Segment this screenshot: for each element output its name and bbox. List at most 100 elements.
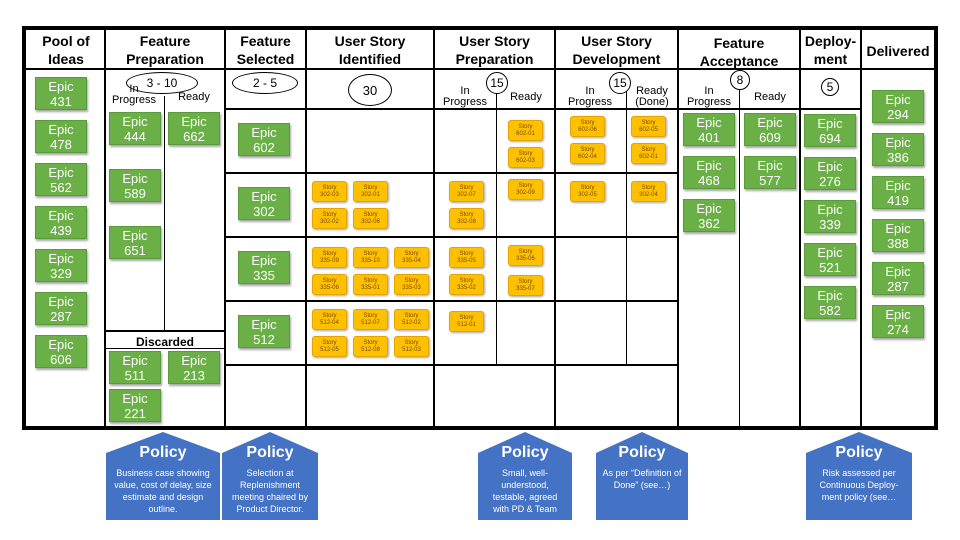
- epic-card[interactable]: Epic 609: [744, 113, 796, 146]
- epic-card[interactable]: Epic 589: [109, 169, 161, 202]
- epic-card[interactable]: Epic 651: [109, 226, 161, 259]
- epic-card[interactable]: Epic 329: [35, 249, 87, 282]
- epic-card[interactable]: Epic 339: [804, 200, 856, 233]
- epic-card[interactable]: Epic 302: [238, 187, 290, 220]
- story-card[interactable]: Story 512-05: [312, 336, 347, 357]
- discarded-divider: [104, 348, 225, 349]
- epic-card[interactable]: Epic 362: [683, 199, 735, 232]
- epic-card[interactable]: Epic 444: [109, 112, 161, 145]
- column-divider: [554, 30, 556, 426]
- policy-callout-feature-selected: Policy Selection at Replenishment meetin…: [222, 432, 318, 520]
- subcol-label-ready: Ready: [178, 91, 210, 103]
- story-card[interactable]: Story 335-05: [449, 247, 484, 268]
- epic-card[interactable]: Epic 577: [744, 156, 796, 189]
- wip-limit-user-story-identified: 30: [348, 74, 392, 106]
- column-divider: [860, 30, 862, 426]
- policy-callout-deployment: Policy Risk assessed per Continuous Depl…: [806, 432, 912, 520]
- subcol-label-in-progress: In Progress: [567, 85, 613, 108]
- story-card[interactable]: Story 335-02: [449, 274, 484, 295]
- swimlane-divider: [224, 236, 677, 238]
- story-card[interactable]: Story 512-08: [353, 336, 388, 357]
- epic-card[interactable]: Epic 521: [804, 243, 856, 276]
- subcol-label-in-progress: In Progress: [111, 83, 157, 106]
- wip-limit-deployment: 5: [821, 78, 839, 96]
- story-card[interactable]: Story 302-05: [570, 181, 605, 202]
- story-card[interactable]: Story 512-04: [312, 309, 347, 330]
- header-feature-selected: Feature Selected: [236, 33, 295, 67]
- subcolumn-divider: [739, 86, 740, 426]
- story-card[interactable]: Story 602-06: [570, 116, 605, 137]
- story-card[interactable]: Story 335-07: [508, 275, 543, 296]
- epic-card[interactable]: Epic 512: [238, 315, 290, 348]
- swimlane-divider: [224, 172, 677, 174]
- column-divider: [224, 30, 226, 426]
- story-card[interactable]: Story 335-04: [394, 247, 429, 268]
- story-card[interactable]: Story 512-01: [449, 311, 484, 332]
- discarded-epic-card[interactable]: Epic 221: [109, 389, 161, 422]
- wip-row-divider: [800, 108, 860, 110]
- discarded-epic-card[interactable]: Epic 511: [109, 351, 161, 384]
- story-card[interactable]: Story 302-04: [631, 181, 666, 202]
- wip-limit-feature-preparation: 3 - 10: [126, 72, 198, 94]
- story-card[interactable]: Story 602-03: [508, 147, 543, 168]
- epic-card[interactable]: Epic 287: [872, 262, 924, 295]
- epic-card[interactable]: Epic 602: [238, 123, 290, 156]
- epic-card[interactable]: Epic 287: [35, 292, 87, 325]
- story-card[interactable]: Story 302-06: [353, 208, 388, 229]
- story-card[interactable]: Story 335-01: [353, 274, 388, 295]
- header-user-story-preparation: User Story Preparation: [455, 33, 534, 67]
- epic-card[interactable]: Epic 562: [35, 163, 87, 196]
- epic-card[interactable]: Epic 335: [238, 251, 290, 284]
- story-card[interactable]: Story 302-02: [312, 208, 347, 229]
- story-card[interactable]: Story 602-01: [508, 120, 543, 141]
- header-deployment: Deploy- ment: [804, 33, 857, 67]
- epic-card[interactable]: Epic 401: [683, 113, 735, 146]
- column-divider: [305, 30, 307, 426]
- policy-title: Policy: [139, 444, 187, 461]
- story-card[interactable]: Story 602-01: [631, 143, 666, 164]
- story-card[interactable]: Story 302-09: [508, 179, 543, 200]
- story-card[interactable]: Story 512-03: [394, 336, 429, 357]
- epic-card[interactable]: Epic 606: [35, 335, 87, 368]
- story-card[interactable]: Story 512-02: [394, 309, 429, 330]
- epic-card[interactable]: Epic 274: [872, 305, 924, 338]
- story-card[interactable]: Story 335-10: [353, 247, 388, 268]
- epic-card[interactable]: Epic 478: [35, 120, 87, 153]
- story-card[interactable]: Story 335-08: [312, 274, 347, 295]
- epic-card[interactable]: Epic 419: [872, 176, 924, 209]
- epic-card[interactable]: Epic 439: [35, 206, 87, 239]
- story-card[interactable]: Story 512-07: [353, 309, 388, 330]
- epic-card[interactable]: Epic 662: [168, 112, 220, 145]
- story-card[interactable]: Story 335-03: [394, 274, 429, 295]
- epic-card[interactable]: Epic 386: [872, 133, 924, 166]
- epic-card[interactable]: Epic 582: [804, 286, 856, 319]
- subcol-label-ready: Ready: [754, 91, 786, 103]
- story-card[interactable]: Story 302-01: [353, 181, 388, 202]
- story-card[interactable]: Story 602-04: [570, 143, 605, 164]
- policy-text: Risk assessed per Continuous Deploy-ment…: [819, 468, 899, 502]
- story-card[interactable]: Story 302-03: [312, 181, 347, 202]
- epic-card[interactable]: Epic 431: [35, 77, 87, 110]
- subcol-label-ready: Ready: [510, 91, 542, 103]
- wip-limit-user-story-development: 15: [609, 72, 631, 94]
- wip-limit-user-story-preparation: 15: [486, 72, 508, 94]
- epic-card[interactable]: Epic 276: [804, 157, 856, 190]
- story-card[interactable]: Story 302-08: [449, 208, 484, 229]
- policy-text: Small, well-understood, testable, agreed…: [492, 468, 558, 514]
- column-divider: [433, 30, 435, 426]
- subcolumn-divider: [626, 86, 627, 366]
- epic-card[interactable]: Epic 294: [872, 90, 924, 123]
- discarded-label: Discarded: [135, 335, 195, 349]
- epic-card[interactable]: Epic 388: [872, 219, 924, 252]
- story-card[interactable]: Story 335-09: [312, 247, 347, 268]
- discarded-epic-card[interactable]: Epic 213: [168, 351, 220, 384]
- story-card[interactable]: Story 602-05: [631, 116, 666, 137]
- subcol-label-ready-done: Ready (Done): [635, 85, 669, 108]
- swimlane-divider: [224, 300, 677, 302]
- discarded-divider: [104, 330, 225, 332]
- epic-card[interactable]: Epic 694: [804, 114, 856, 147]
- story-card[interactable]: Story 302-07: [449, 181, 484, 202]
- epic-card[interactable]: Epic 468: [683, 156, 735, 189]
- wip-limit-feature-acceptance: 8: [730, 70, 750, 90]
- story-card[interactable]: Story 335-06: [508, 245, 543, 266]
